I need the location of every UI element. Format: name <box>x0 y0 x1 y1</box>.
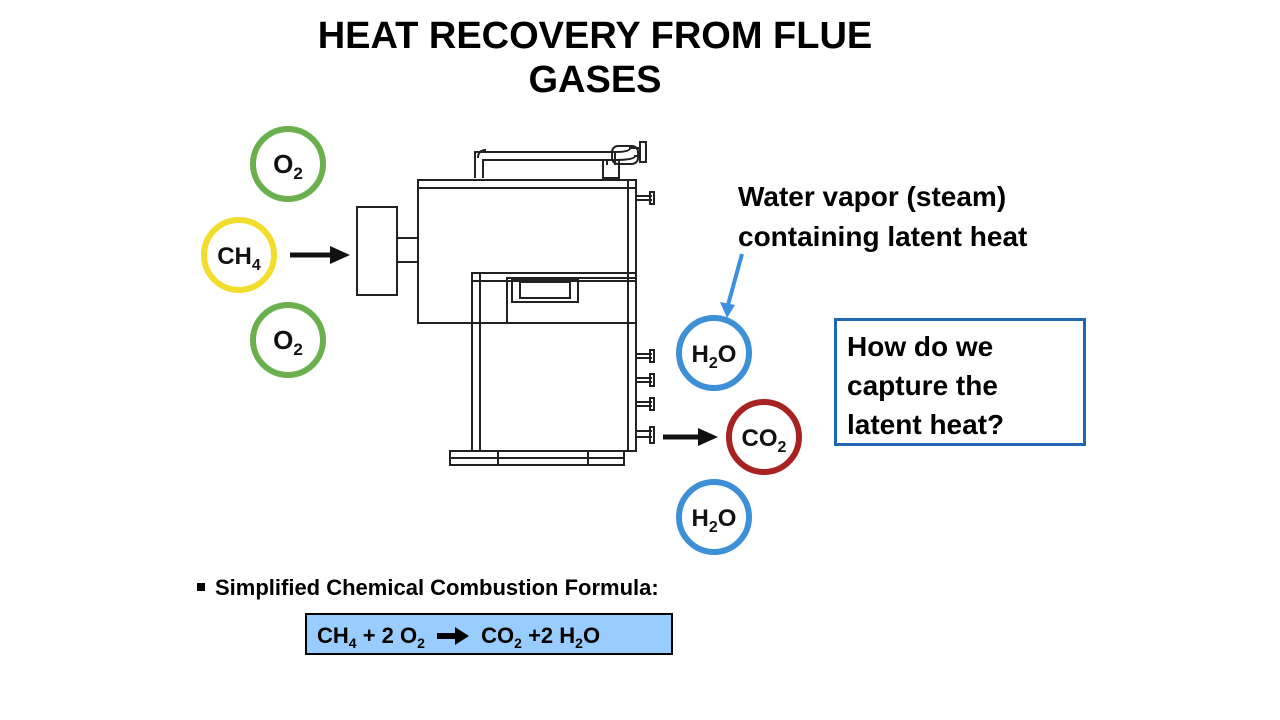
o2-bottom-subscript: 2 <box>293 340 302 359</box>
h2o-bottom-label-o: O <box>718 505 737 532</box>
exhaust-arrow <box>663 428 718 446</box>
h2o-top-molecule: H2O <box>676 315 752 391</box>
ch4-label: CH <box>217 243 252 270</box>
h2o-top-ring <box>676 315 752 391</box>
co2-label: CO <box>742 425 778 452</box>
bullet-square-icon <box>197 583 205 592</box>
formula-plus-o: + 2 O <box>356 623 418 648</box>
vapor-pointer-arrow <box>720 253 744 318</box>
h2o-bottom-molecule: H2O <box>676 479 752 555</box>
ch4-molecule: CH4 <box>201 217 277 293</box>
question-callout: How do we capture the latent heat? <box>834 318 1086 446</box>
ch4-subscript: 4 <box>252 257 261 274</box>
o2-bottom-label: O <box>273 325 293 355</box>
svg-text:O2: O2 <box>273 149 303 183</box>
formula-h-sub: 2 <box>575 635 583 651</box>
h2o-bottom-ring <box>676 479 752 555</box>
h2o-bottom-label-h: H <box>692 505 709 532</box>
vapor-annotation: Water vapor (steam) containing latent he… <box>738 181 1028 252</box>
o2-top-subscript: 2 <box>293 164 302 183</box>
h2o-top-label-h: H <box>692 341 709 368</box>
co2-molecule: CO2 <box>726 399 802 475</box>
combustion-formula: CH4 + 2 O2 CO2 +2 H2O <box>305 613 673 655</box>
svg-text:CO2: CO2 <box>742 425 787 456</box>
co2-subscript: 2 <box>778 439 787 456</box>
h2o-bottom-subscript: 2 <box>709 519 718 536</box>
formula-o-end: O <box>582 623 601 648</box>
svg-text:H2O: H2O <box>692 341 737 372</box>
reaction-arrow-icon <box>437 627 470 646</box>
svg-text:O2: O2 <box>273 325 303 359</box>
formula-o-sub: 2 <box>417 635 425 651</box>
formula-ch: CH <box>317 623 349 648</box>
o2-top-label: O <box>273 149 293 179</box>
o2-top-ring <box>250 126 326 202</box>
o2-bottom-molecule: O2 <box>250 302 326 378</box>
formula-co: CO <box>481 623 515 648</box>
co2-ring <box>726 399 802 475</box>
formula-ch-sub: 4 <box>348 635 357 651</box>
h2o-top-subscript: 2 <box>709 355 718 372</box>
boiler-icon <box>356 141 655 466</box>
page-title: HEAT RECOVERY FROM FLUE GASES <box>317 15 873 101</box>
h2o-top-label-o: O <box>718 341 737 368</box>
fuel-inlet-arrow <box>290 246 350 264</box>
o2-bottom-ring <box>250 302 326 378</box>
formula-plus-h: +2 H <box>521 623 576 648</box>
bullet-item: Simplified Chemical Combustion Formula: <box>197 574 659 602</box>
bullet-text: Simplified Chemical Combustion Formula: <box>215 575 659 600</box>
o2-top-molecule: O2 <box>250 126 326 202</box>
formula-co-sub: 2 <box>514 635 522 651</box>
svg-text:H2O: H2O <box>692 505 737 536</box>
svg-text:CH4: CH4 <box>217 243 261 274</box>
ch4-ring <box>201 217 277 293</box>
